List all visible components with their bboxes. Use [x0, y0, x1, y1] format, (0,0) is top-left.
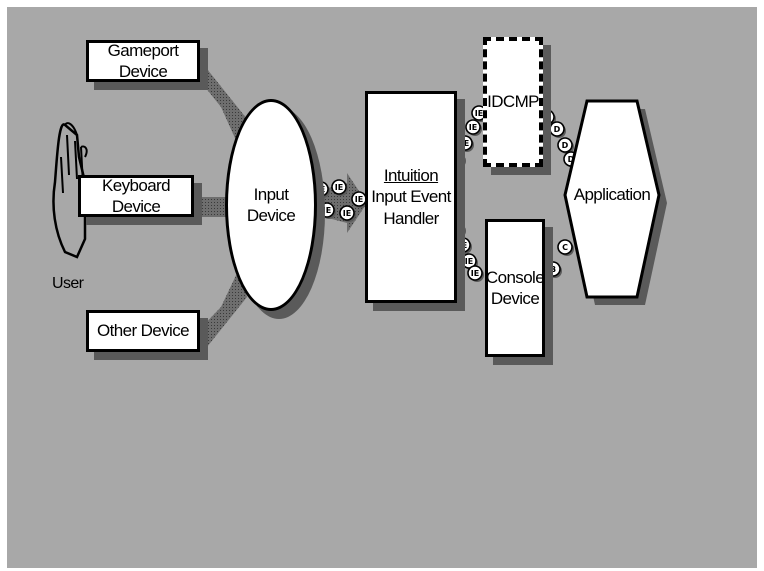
- intuition-subtitle-line2: Handler: [383, 208, 439, 228]
- ie-token-input-3-label: IE: [343, 209, 351, 218]
- user-label: User: [52, 275, 84, 292]
- console-label-line1: Console: [485, 267, 545, 287]
- ie-token-input-4: IE: [351, 191, 368, 208]
- input-device-node: Input Device: [225, 99, 317, 311]
- idcmp-msg-token-3-label: D: [568, 155, 575, 164]
- ie-token-idcmp-1-label: IE: [461, 139, 469, 148]
- idcmp-msg-token-2: D: [557, 137, 574, 154]
- ie-token-console-1-label: IE: [459, 241, 467, 250]
- ie-token-input-2-label: IE: [335, 183, 343, 192]
- console-c-token-label: C: [562, 243, 568, 252]
- keyboard-device-node: Keyboard Device: [78, 175, 194, 217]
- ie-token-idcmp-2-label: IE: [469, 123, 477, 132]
- ie-token-idcmp-1: IE: [457, 135, 474, 152]
- gameport-device-node: Gameport Device: [86, 40, 200, 82]
- ie-token-console-3: IE: [467, 265, 484, 282]
- hand-icon: [52, 122, 88, 259]
- ie-token-input-4-label: IE: [355, 195, 363, 204]
- ie-token-input-2: IE: [331, 179, 348, 196]
- ie-token-idcmp-2: IE: [465, 119, 482, 136]
- idcmp-msg-token-1: D: [549, 121, 566, 138]
- console-b-token-label: B: [550, 265, 556, 274]
- ie-token-console-3-label: IE: [471, 269, 479, 278]
- application-hexagon: [563, 99, 667, 305]
- other-arrow: [197, 269, 247, 347]
- other-device-node: Other Device: [86, 310, 200, 352]
- idcmp-msg-token-2-label: D: [562, 141, 569, 150]
- intuition-title: Intuition: [383, 166, 439, 186]
- console-label-line2: Device: [490, 289, 540, 308]
- intuition-subtitle-line1: Input Event: [371, 187, 451, 207]
- ie-token-input-3: IE: [339, 205, 356, 222]
- idcmp-msg-token-1-label: D: [554, 125, 561, 134]
- ie-token-input-0: IE: [313, 181, 330, 198]
- application-label: Application: [573, 185, 651, 205]
- ie-token-idcmp-3-label: IE: [475, 109, 483, 118]
- ie-token-input-1: IE: [319, 202, 336, 219]
- idcmp-msg-token-0-label: D: [544, 113, 551, 122]
- ie-token-console-2-label: IE: [465, 257, 473, 266]
- intuition-node: Intuition Input Event Handler: [365, 91, 457, 303]
- idcmp-node: IDCMP: [483, 37, 543, 167]
- console-c-token: C: [557, 239, 574, 256]
- idcmp-msg-token-0: D: [539, 109, 556, 126]
- ie-token-idcmp-0-label: IE: [453, 155, 461, 164]
- ie-token-input-1-label: IE: [323, 206, 331, 215]
- gameport-arrow: [197, 69, 247, 147]
- console-device-node: Console Device: [485, 219, 545, 357]
- console-b-token: B: [545, 261, 562, 278]
- ie-token-input-0-label: IE: [317, 185, 325, 194]
- ie-token-console-0-label: IE: [453, 225, 461, 234]
